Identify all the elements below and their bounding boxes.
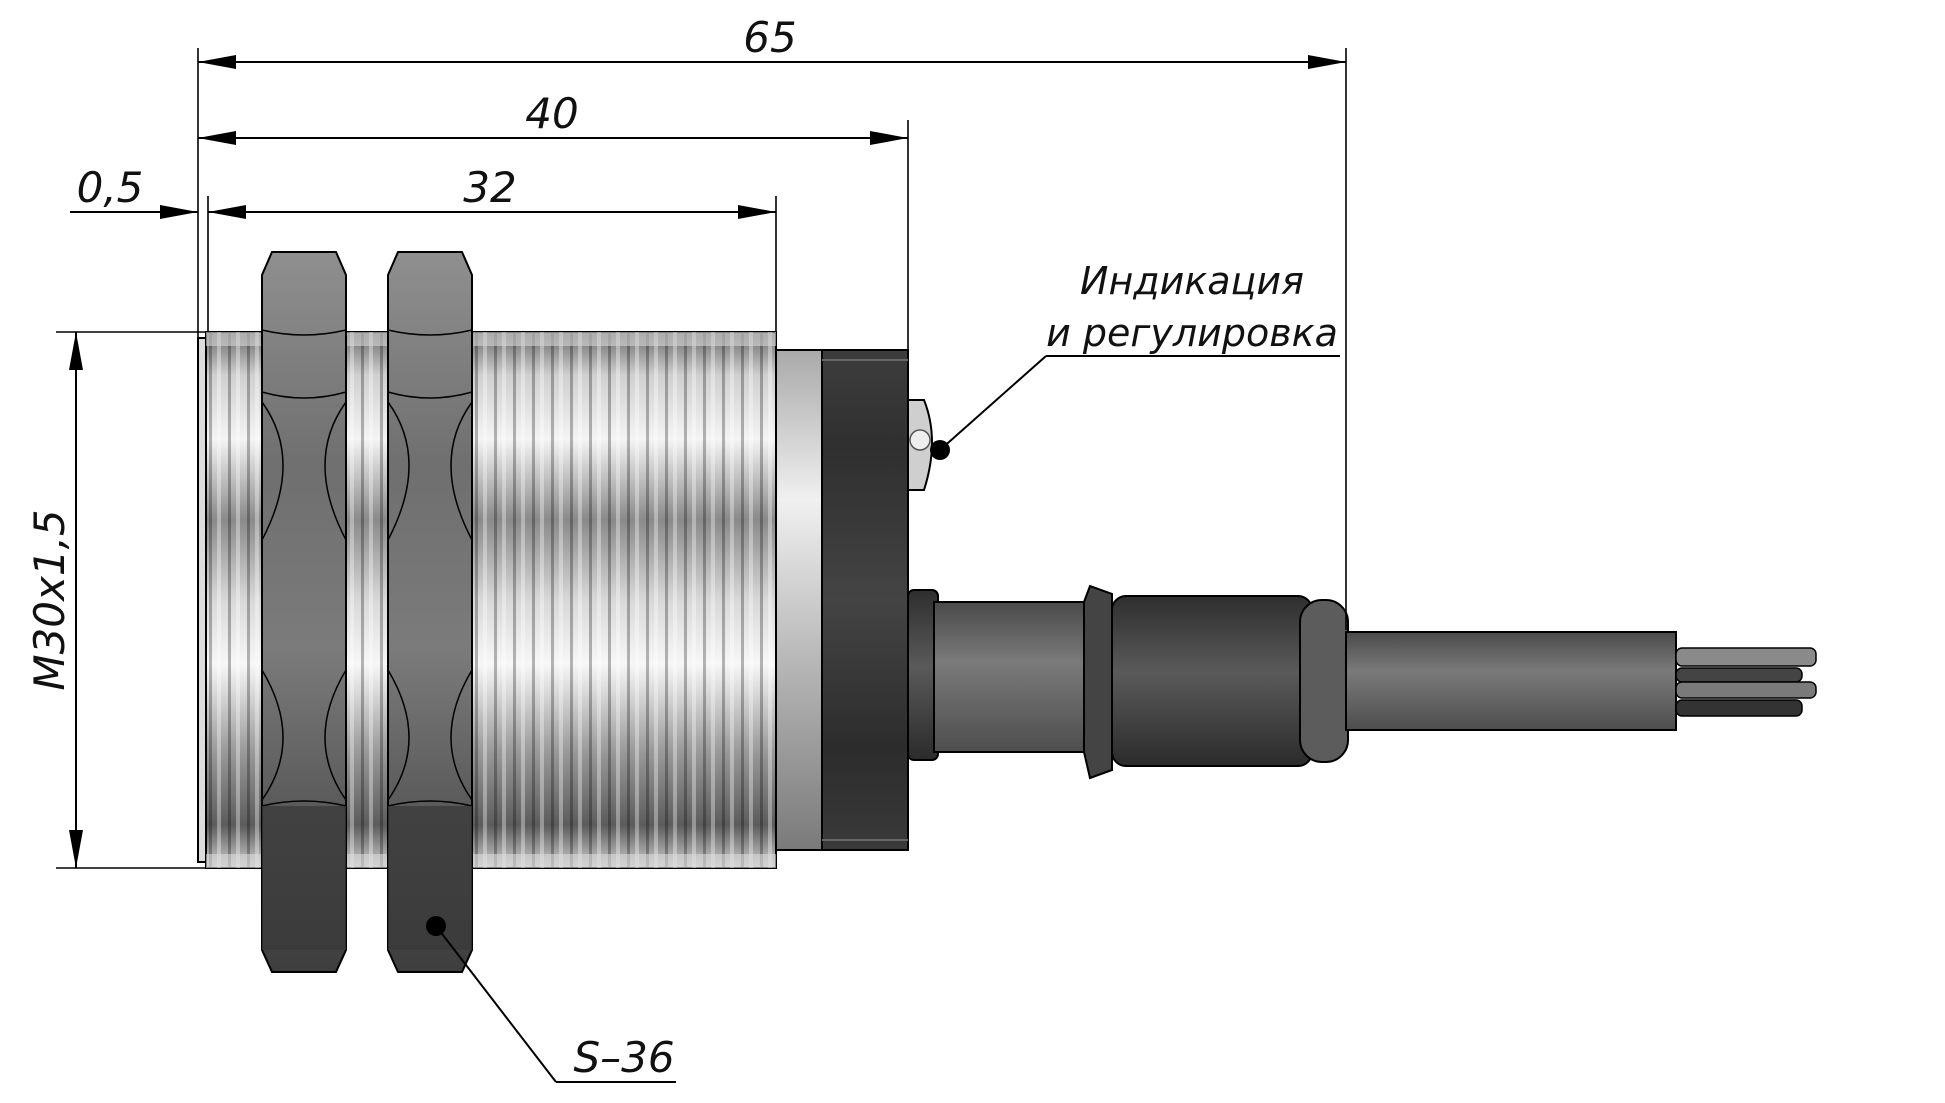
dimension-thread: M30x1,5 — [25, 332, 83, 868]
rear-cap — [821, 349, 909, 851]
dimension-40: 40 — [198, 89, 908, 145]
dim-label-65: 65 — [743, 13, 796, 62]
callout-wrench: S–36 — [426, 916, 676, 1083]
dimension-0-5: 0,5 — [70, 163, 198, 219]
callout-indication: Индикация и регулировка — [930, 259, 1340, 460]
cable — [1345, 631, 1677, 731]
callout-indication-line2: и регулировка — [1046, 311, 1338, 355]
dim-label-32: 32 — [463, 163, 516, 212]
lock-nut-rear — [387, 251, 473, 973]
callout-wrench-label: S–36 — [573, 1033, 674, 1082]
dim-label-0-5: 0,5 — [77, 163, 144, 212]
dim-label-40: 40 — [525, 89, 578, 138]
dimension-65: 65 — [198, 13, 1346, 69]
wires — [1675, 647, 1817, 717]
dim-label-thread: M30x1,5 — [25, 509, 74, 690]
strain-relief — [1111, 595, 1313, 767]
callout-indication-line1: Индикация — [1080, 259, 1304, 303]
dimension-32: 32 — [208, 163, 776, 219]
cable-bushing — [1083, 584, 1113, 780]
collar-ring — [775, 349, 823, 851]
lock-nut-front — [261, 251, 347, 973]
